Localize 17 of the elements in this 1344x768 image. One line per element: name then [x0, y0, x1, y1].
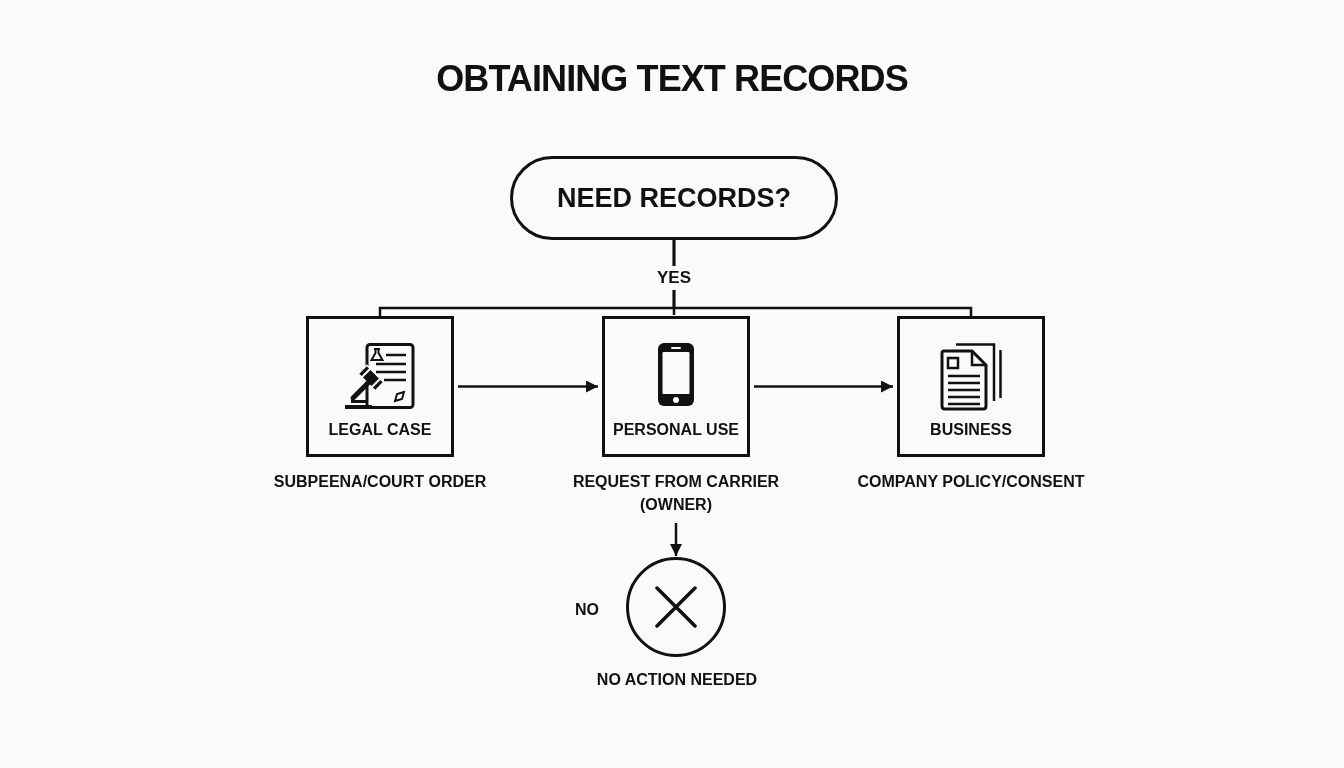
- box-label: PERSONAL USE: [613, 420, 739, 440]
- category-box: [602, 316, 750, 457]
- caption-text: SUBPEENA/COURT ORDER: [272, 472, 488, 492]
- arrow: [754, 380, 893, 393]
- caption-text: REQUEST FROM CARRIER (OWNER): [571, 472, 781, 515]
- diagram-title: OBTAINING TEXT RECORDS: [436, 57, 908, 101]
- caption-text: COMPANY POLICY/CONSENT: [856, 472, 1086, 492]
- arrow: [458, 380, 598, 393]
- caption-text: NO ACTION NEEDED: [595, 670, 759, 690]
- caption-text: NO: [574, 600, 600, 620]
- pill-label: NEED RECORDS?: [557, 182, 791, 214]
- category-box: [897, 316, 1045, 457]
- box-label: LEGAL CASE: [328, 420, 432, 440]
- category-box: [306, 316, 454, 457]
- arrow: [670, 523, 682, 556]
- connector-line: [672, 240, 973, 316]
- box-label: BUSINESS: [930, 420, 1012, 440]
